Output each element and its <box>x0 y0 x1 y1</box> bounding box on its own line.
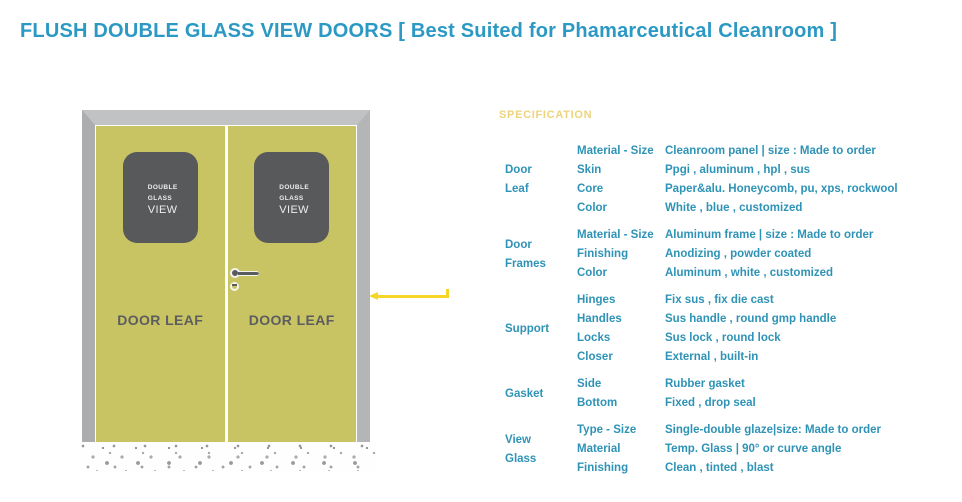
spec-heading: SPECIFICATION <box>499 109 593 121</box>
leader-arrow-head-icon <box>369 291 378 300</box>
spec-row: Color Aluminum , white , customized <box>577 264 957 283</box>
spec-row: Hinges Fix sus , fix die cast <box>577 291 957 310</box>
glass-view-window-left: DOUBLE GLASS VIEW <box>122 152 198 243</box>
spec-row: Bottom Fixed , drop seal <box>577 394 957 413</box>
spec-property: Side <box>577 378 602 390</box>
spec-property: Material - Size <box>577 229 654 241</box>
page-title: FLUSH DOUBLE GLASS VIEW DOORS [ Best Sui… <box>20 20 838 42</box>
door-frame: DOUBLE GLASS VIEW DOOR LEAF DOUBLE GLASS… <box>82 110 370 442</box>
spec-value: Rubber gasket <box>665 378 745 390</box>
window-text-line: DOUBLE <box>279 184 310 191</box>
door-inner: DOUBLE GLASS VIEW DOOR LEAF DOUBLE GLASS… <box>95 125 357 442</box>
spec-value: Paper&alu. Honeycomb, pu, xps, rockwool <box>665 183 898 195</box>
spec-row: Closer External , built-in <box>577 348 957 367</box>
spec-value: Fix sus , fix die cast <box>665 294 774 306</box>
lock-slot-icon <box>232 284 237 286</box>
spec-property: Material <box>577 443 621 455</box>
spec-value: Clean , tinted , blast <box>665 462 774 474</box>
spec-property: Locks <box>577 332 611 344</box>
window-text-line: GLASS <box>147 195 173 202</box>
spec-value: Anodizing , powder coated <box>665 248 812 260</box>
spec-value: Sus lock , round lock <box>665 332 781 344</box>
glass-view-window-right: DOUBLE GLASS VIEW <box>254 152 330 243</box>
spec-row: Handles Sus handle , round gmp handle <box>577 310 957 329</box>
spec-value: Cleanroom panel | size : Made to order <box>665 145 876 157</box>
spec-value: Aluminum , white , customized <box>665 267 834 279</box>
spec-property: Finishing <box>577 248 629 260</box>
spec-value: Temp. Glass | 90° or curve angle <box>665 443 842 455</box>
spec-value: Ppgi , aluminum , hpl , sus <box>665 164 811 176</box>
spec-property: Material - Size <box>577 145 654 157</box>
spec-row: Finishing Anodizing , powder coated <box>577 245 957 264</box>
spec-row: Locks Sus lock , round lock <box>577 329 957 348</box>
spec-row: Side Rubber gasket <box>577 375 957 394</box>
spec-property: Closer <box>577 351 613 363</box>
lock-cylinder-icon <box>230 282 239 291</box>
leader-arrow-tick <box>446 289 449 298</box>
spec-row: Core Paper&alu. Honeycomb, pu, xps, rockw… <box>577 180 957 199</box>
spec-value: Sus handle , round gmp handle <box>665 313 837 325</box>
spec-row: Type - Size Single-double glaze|size: Mad… <box>577 421 957 440</box>
spec-property: Color <box>577 202 608 214</box>
spec-row: Material - Size Cleanroom panel | size : … <box>577 142 957 161</box>
spec-category: Gasket <box>505 387 544 400</box>
window-text-line: VIEW <box>279 204 309 216</box>
window-text-line: GLASS <box>279 195 304 202</box>
spec-category: Support <box>505 322 550 335</box>
handle-lever-icon <box>237 270 259 276</box>
spec-property: Finishing <box>577 462 629 474</box>
spec-property: Core <box>577 183 604 195</box>
spec-property: Bottom <box>577 397 618 409</box>
spec-property: Hinges <box>577 294 616 306</box>
spec-property: Handles <box>577 313 622 325</box>
door-leaf-left: DOUBLE GLASS VIEW DOOR LEAF <box>96 126 225 442</box>
door-leaf-right: DOUBLE GLASS VIEW DOOR LEAF <box>227 126 356 442</box>
spec-value: Single-double glaze|size: Made to order <box>665 424 881 436</box>
window-text-line: VIEW <box>147 204 178 216</box>
spec-property: Type - Size <box>577 424 637 436</box>
spec-property: Skin <box>577 164 602 176</box>
door-handle <box>229 268 264 294</box>
leader-arrow-line <box>378 295 448 298</box>
door-leaf-label: DOOR LEAF <box>248 312 335 328</box>
floor-texture <box>80 442 377 473</box>
spec-row: Material - Size Aluminum frame | size : M… <box>577 226 957 245</box>
spec-value: White , blue , customized <box>665 202 803 214</box>
spec-value: Aluminum frame | size : Made to order <box>665 229 874 241</box>
spec-property: Color <box>577 267 608 279</box>
spec-row: Color White , blue , customized <box>577 199 957 218</box>
door-leaf-label: DOOR LEAF <box>117 312 204 328</box>
spec-value: Fixed , drop seal <box>665 397 756 409</box>
window-text-line: DOUBLE <box>147 184 178 191</box>
spec-row: Material Temp. Glass | 90° or curve angle <box>577 440 957 459</box>
spec-row: Skin Ppgi , aluminum , hpl , sus <box>577 161 957 180</box>
spec-row: Finishing Clean , tinted , blast <box>577 459 957 478</box>
spec-value: External , built-in <box>665 351 759 363</box>
